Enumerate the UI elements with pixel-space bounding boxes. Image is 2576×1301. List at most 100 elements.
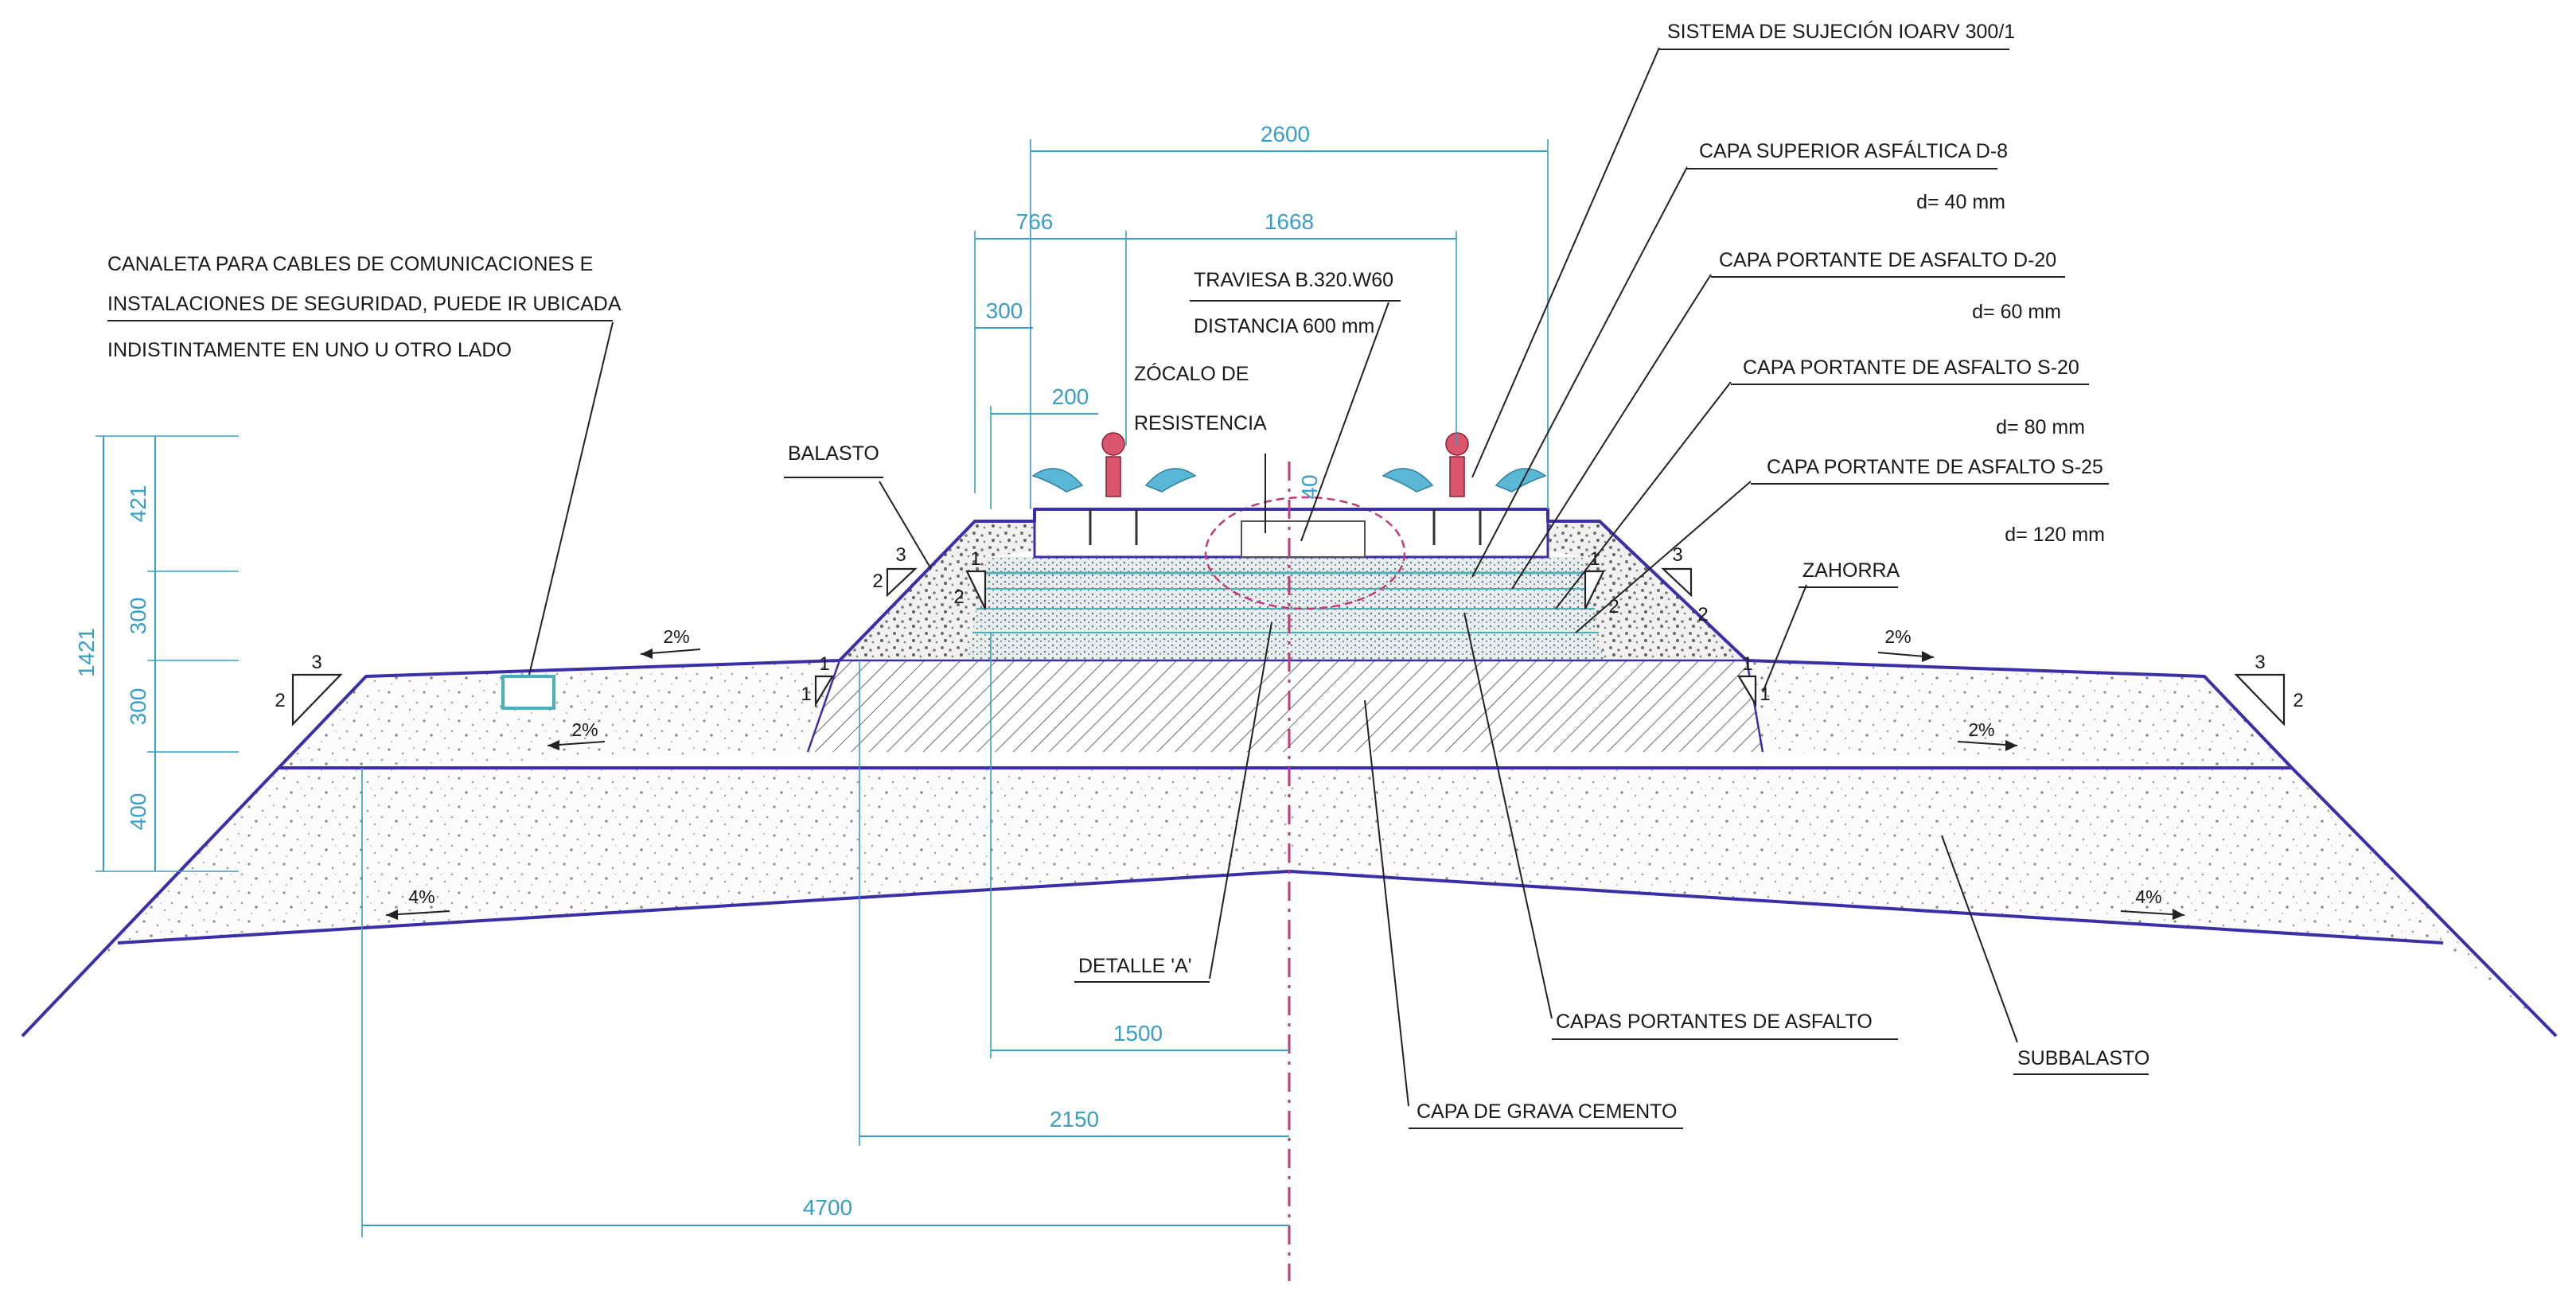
dim-1500-label: 1500 bbox=[1113, 1021, 1163, 1046]
leader-capa-s20 bbox=[1555, 381, 1732, 610]
leader-capa-sup bbox=[1471, 166, 1688, 578]
dim-766-label: 766 bbox=[1016, 209, 1054, 234]
detalle-a-circle bbox=[1204, 496, 1406, 610]
leader-balasto bbox=[879, 481, 932, 570]
capa-d20-text: CAPA PORTANTE DE ASFALTO D-20 bbox=[1719, 249, 2056, 271]
svg-text:2%: 2% bbox=[1884, 626, 1911, 647]
pct-2-left-top: 2% bbox=[640, 626, 701, 659]
traviesa-text: TRAVIESA B.320.W60 bbox=[1194, 269, 1393, 291]
leader-detalle bbox=[1209, 621, 1272, 980]
svg-text:3: 3 bbox=[2254, 652, 2265, 673]
svg-text:2: 2 bbox=[2293, 690, 2303, 711]
dim-766-1668: 766 1668 bbox=[974, 209, 1457, 493]
capa-s20-d: d= 80 mm bbox=[1996, 416, 2085, 438]
balasto-right bbox=[1548, 521, 1747, 660]
capa-grava-text: CAPA DE GRAVA CEMENTO bbox=[1417, 1100, 1677, 1123]
capa-d20-d: d= 60 mm bbox=[1972, 301, 2061, 323]
zocalo-label: ZÓCALO DE RESISTENCIA bbox=[1134, 362, 1267, 434]
dim-4700-label: 4700 bbox=[803, 1195, 852, 1220]
detalle-label: DETALLE 'A' bbox=[1074, 955, 1210, 983]
dim-300-b-label: 300 bbox=[126, 688, 150, 726]
capa-sup-d: d= 40 mm bbox=[1916, 191, 2005, 213]
capa-s20-label: CAPA PORTANTE DE ASFALTO S-20 d= 80 mm bbox=[1731, 356, 2089, 438]
rail-head-left bbox=[1101, 432, 1125, 456]
subbalasto-text: SUBBALASTO bbox=[2017, 1047, 2149, 1069]
pct-2-right-grava: 2% bbox=[1957, 719, 2018, 751]
slope-3-2-left-ballast: 3 2 bbox=[872, 544, 918, 598]
svg-text:2: 2 bbox=[872, 571, 883, 592]
dim-400-label: 400 bbox=[126, 793, 150, 831]
fastener-right-a bbox=[1382, 468, 1434, 493]
svg-text:2: 2 bbox=[1697, 604, 1708, 625]
capa-s25-d: d= 120 mm bbox=[2005, 524, 2105, 546]
traviesa-sleeper bbox=[1241, 520, 1366, 558]
capa-grava-label: CAPA DE GRAVA CEMENTO bbox=[1409, 1100, 1683, 1129]
capa-s25-label: CAPA PORTANTE DE ASFALTO S-25 d= 120 mm bbox=[1751, 456, 2109, 546]
pct-4-right: 4% bbox=[2120, 886, 2185, 920]
dim-2150: 2150 bbox=[859, 660, 1289, 1146]
zocalo-line1: ZÓCALO DE bbox=[1134, 362, 1249, 385]
canaleta-line2: INSTALACIONES DE SEGURIDAD, PUEDE IR UBI… bbox=[107, 293, 622, 315]
zahorra-label: ZAHORRA bbox=[1799, 559, 1900, 588]
svg-text:4%: 4% bbox=[408, 886, 435, 907]
leader-capa-grava bbox=[1364, 699, 1409, 1107]
canaleta-label: CANALETA PARA CABLES DE COMUNICACIONES E… bbox=[107, 253, 622, 361]
dim-4700: 4700 bbox=[361, 768, 1289, 1237]
dim-300-top-label: 300 bbox=[986, 298, 1023, 323]
fastener-left-a bbox=[1031, 468, 1084, 493]
capas-portantes-label: CAPAS PORTANTES DE ASFALTO bbox=[1552, 1011, 1898, 1040]
leader-capas-portantes bbox=[1463, 612, 1553, 1019]
capa-s25-text: CAPA PORTANTE DE ASFALTO S-25 bbox=[1767, 456, 2103, 478]
grava-side-left bbox=[806, 660, 841, 753]
fastener-right-b bbox=[1495, 468, 1547, 493]
traviesa-label: TRAVIESA B.320.W60 DISTANCIA 600 mm bbox=[1190, 269, 1401, 337]
balasto-left bbox=[840, 521, 1035, 660]
capa-sup-label: CAPA SUPERIOR ASFÁLTICA D-8 d= 40 mm bbox=[1687, 139, 2008, 213]
detalle-text: DETALLE 'A' bbox=[1078, 955, 1191, 977]
svg-text:2: 2 bbox=[953, 586, 964, 608]
rail-web-left bbox=[1105, 456, 1121, 497]
balasto-text: BALASTO bbox=[788, 442, 879, 465]
fastener-left-b bbox=[1144, 468, 1197, 493]
pct-2-left-grava: 2% bbox=[547, 719, 606, 750]
dim-421-label: 421 bbox=[126, 485, 150, 523]
zahorra-layer-right bbox=[1747, 660, 2292, 768]
dim-200: 200 bbox=[990, 384, 1098, 509]
formation-outline bbox=[21, 508, 2558, 1038]
capa-grava-cemento bbox=[808, 660, 1763, 752]
pct-4-left: 4% bbox=[385, 886, 450, 920]
rail-right bbox=[1382, 432, 1547, 545]
zahorra-layer-left bbox=[279, 660, 840, 768]
pct-2-right-top: 2% bbox=[1877, 626, 1935, 662]
slope-1-1-right-grava: 1 1 bbox=[1737, 653, 1771, 707]
svg-text:3: 3 bbox=[895, 544, 906, 566]
svg-text:1: 1 bbox=[970, 548, 980, 570]
dim-1668-label: 1668 bbox=[1265, 209, 1314, 234]
leader-zahorra bbox=[1762, 584, 1807, 693]
capa-sup-text: CAPA SUPERIOR ASFÁLTICA D-8 bbox=[1699, 139, 2008, 162]
svg-text:4%: 4% bbox=[2135, 886, 2161, 907]
svg-text:1: 1 bbox=[1760, 684, 1770, 705]
leader-sistema bbox=[1471, 47, 1660, 478]
dim-vertical-left: 1421 421 300 300 400 bbox=[74, 435, 239, 872]
svg-text:1: 1 bbox=[819, 653, 829, 675]
slope-3-2-left-outer: 3 2 bbox=[275, 652, 343, 726]
dim-300-top: 300 bbox=[975, 298, 1033, 329]
sistema-text: SISTEMA DE SUJECIÓN IOARV 300/1 bbox=[1667, 20, 2015, 43]
zahorra-text: ZAHORRA bbox=[1802, 559, 1900, 582]
rail-head-right bbox=[1445, 432, 1469, 456]
dim-2150-label: 2150 bbox=[1050, 1107, 1099, 1132]
capa-d20-label: CAPA PORTANTE DE ASFALTO D-20 d= 60 mm bbox=[1711, 249, 2065, 323]
balasto-label: BALASTO bbox=[784, 442, 883, 478]
slope-3-2-right-outer: 3 2 bbox=[2234, 652, 2304, 726]
svg-text:2%: 2% bbox=[663, 626, 689, 647]
svg-text:2%: 2% bbox=[571, 719, 598, 740]
subbalasto-layer bbox=[22, 768, 2556, 1036]
zocalo-line2: RESISTENCIA bbox=[1134, 412, 1267, 434]
dim-1500: 1500 bbox=[990, 633, 1289, 1058]
leader-traviesa bbox=[1300, 302, 1389, 542]
slope-1-1-left-grava: 1 1 bbox=[801, 653, 834, 707]
leader-canaleta bbox=[528, 321, 614, 676]
capas-portantes-text: CAPAS PORTANTES DE ASFALTO bbox=[1556, 1011, 1873, 1033]
